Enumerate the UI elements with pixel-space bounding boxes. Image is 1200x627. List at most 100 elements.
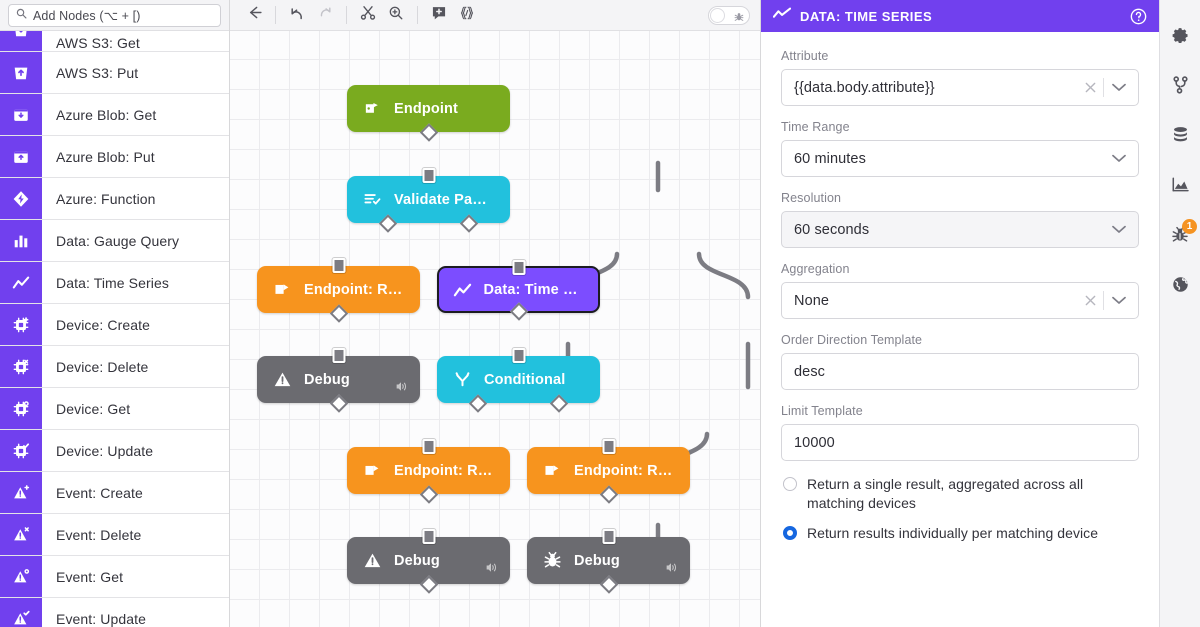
canvas-node-debug-1[interactable]: Debug xyxy=(257,348,420,413)
chevron-down-icon[interactable] xyxy=(1104,83,1134,92)
chip-circle-icon xyxy=(0,388,42,429)
palette-item-event-create[interactable]: Event: Create xyxy=(0,472,229,514)
debug-toggle[interactable] xyxy=(708,5,750,25)
radio-option-1[interactable]: Return a single result, aggregated acros… xyxy=(781,475,1139,513)
radio-option-2[interactable]: Return results individually per matching… xyxy=(781,524,1139,543)
chevron-down-icon[interactable] xyxy=(1104,154,1134,163)
node-input-port[interactable] xyxy=(602,439,615,454)
node-output-port[interactable] xyxy=(419,123,438,142)
node-output-port[interactable] xyxy=(329,304,348,323)
template-button[interactable] xyxy=(453,3,481,27)
reply-icon xyxy=(273,280,292,299)
canvas-toolbar xyxy=(230,0,760,31)
node-input-port[interactable] xyxy=(602,529,615,544)
rail-globe[interactable] xyxy=(1165,272,1195,302)
zoom-button[interactable] xyxy=(382,3,410,27)
rail-workflow[interactable] xyxy=(1165,72,1195,102)
node-output-port[interactable] xyxy=(329,394,348,413)
speaker-icon[interactable] xyxy=(485,560,500,579)
aggregation-input[interactable]: None xyxy=(781,282,1139,319)
back-button[interactable] xyxy=(240,3,268,27)
clear-icon[interactable] xyxy=(1077,294,1103,307)
palette-item-label: Data: Gauge Query xyxy=(56,232,180,249)
node-output-port[interactable] xyxy=(378,214,397,233)
canvas-node-label: Data: Time … xyxy=(483,281,578,298)
canvas-node-debug-3[interactable]: Debug xyxy=(527,529,690,594)
search-placeholder: Add Nodes (⌥ + [) xyxy=(33,8,141,23)
canvas-node-endpoint-r-2[interactable]: Endpoint: R… xyxy=(347,439,510,504)
radio-button[interactable] xyxy=(783,477,797,491)
node-input-port[interactable] xyxy=(512,260,525,275)
palette-item-event-get[interactable]: Event: Get xyxy=(0,556,229,598)
chip-x-icon xyxy=(0,346,42,387)
node-output-port[interactable] xyxy=(419,575,438,594)
canvas-node-endpoint-r-1[interactable]: Endpoint: R… xyxy=(257,258,420,323)
node-output-port[interactable] xyxy=(468,394,487,413)
node-input-port[interactable] xyxy=(422,439,435,454)
right-icon-rail: 1 xyxy=(1159,0,1200,627)
canvas-node-data-time[interactable]: Data: Time … xyxy=(437,260,600,321)
line-chart-icon xyxy=(0,262,42,303)
node-output-port[interactable] xyxy=(599,575,618,594)
canvas-node-label: Endpoint: R… xyxy=(574,462,673,479)
palette-item-aws-s3-put[interactable]: AWS S3: Put xyxy=(0,52,229,94)
palette-item-device-create[interactable]: Device: Create xyxy=(0,304,229,346)
canvas-node-conditional[interactable]: Conditional xyxy=(437,348,600,413)
canvas-node-endpoint[interactable]: Endpoint xyxy=(347,85,510,142)
palette-item-azure-blob-put[interactable]: Azure Blob: Put xyxy=(0,136,229,178)
rail-analytics[interactable] xyxy=(1165,172,1195,202)
speaker-icon[interactable] xyxy=(395,379,410,398)
palette-item-azure-blob-get[interactable]: Azure Blob: Get xyxy=(0,94,229,136)
chevron-down-icon[interactable] xyxy=(1104,225,1134,234)
palette-item-label: Azure Blob: Get xyxy=(56,106,157,123)
order-direction-template-input[interactable]: desc xyxy=(781,353,1139,390)
palette-item-device-get[interactable]: Device: Get xyxy=(0,388,229,430)
rail-storage[interactable] xyxy=(1165,122,1195,152)
control-divider xyxy=(1103,78,1104,97)
node-input-port[interactable] xyxy=(332,348,345,363)
chevron-down-icon[interactable] xyxy=(1104,296,1134,305)
palette-item-event-update[interactable]: Event: Update xyxy=(0,598,229,627)
canvas-node-validate[interactable]: Validate Pa… xyxy=(347,168,510,233)
node-output-port[interactable] xyxy=(550,394,569,413)
palette-item-aws-s3-get[interactable]: AWS S3: Get xyxy=(0,31,229,52)
help-circle-icon[interactable] xyxy=(1130,8,1147,25)
search-input[interactable]: Add Nodes (⌥ + [) xyxy=(8,3,221,27)
speaker-icon[interactable] xyxy=(665,560,680,579)
palette-item-event-delete[interactable]: Event: Delete xyxy=(0,514,229,556)
canvas-node-debug-2[interactable]: Debug xyxy=(347,529,510,594)
palette-item-data-gauge-query[interactable]: Data: Gauge Query xyxy=(0,220,229,262)
reply-icon xyxy=(363,461,382,480)
node-output-port[interactable] xyxy=(599,485,618,504)
palette-item-data-time-series[interactable]: Data: Time Series xyxy=(0,262,229,304)
bucket-up-icon xyxy=(0,52,42,93)
palette-item-azure-function[interactable]: Azure: Function xyxy=(0,178,229,220)
node-output-port[interactable] xyxy=(419,485,438,504)
rail-settings[interactable] xyxy=(1165,22,1195,52)
toolbar-separator xyxy=(346,6,347,24)
cut-button[interactable] xyxy=(354,3,382,27)
attribute-input[interactable]: {{data.body.attribute}} xyxy=(781,69,1139,106)
toolbar-separator xyxy=(417,6,418,24)
limit-template-input[interactable]: 10000 xyxy=(781,424,1139,461)
resolution-input[interactable]: 60 seconds xyxy=(781,211,1139,248)
canvas-node-endpoint-r-3[interactable]: Endpoint: R… xyxy=(527,439,690,504)
node-input-port[interactable] xyxy=(422,168,435,183)
time-range-input[interactable]: 60 minutes xyxy=(781,140,1139,177)
radio-button[interactable] xyxy=(783,526,797,540)
sidebar-scrollbar[interactable] xyxy=(224,31,229,627)
palette-item-device-update[interactable]: Device: Update xyxy=(0,430,229,472)
node-input-port[interactable] xyxy=(422,529,435,544)
palette-item-device-delete[interactable]: Device: Delete xyxy=(0,346,229,388)
toggle-knob xyxy=(710,7,725,23)
undo-button[interactable] xyxy=(283,3,311,27)
node-output-port[interactable] xyxy=(460,214,479,233)
node-input-port[interactable] xyxy=(512,348,525,363)
clear-icon[interactable] xyxy=(1077,81,1103,94)
node-input-port[interactable] xyxy=(332,258,345,273)
rail-debug[interactable]: 1 xyxy=(1165,219,1197,252)
node-output-port[interactable] xyxy=(509,302,528,321)
add-note-button[interactable] xyxy=(425,3,453,27)
